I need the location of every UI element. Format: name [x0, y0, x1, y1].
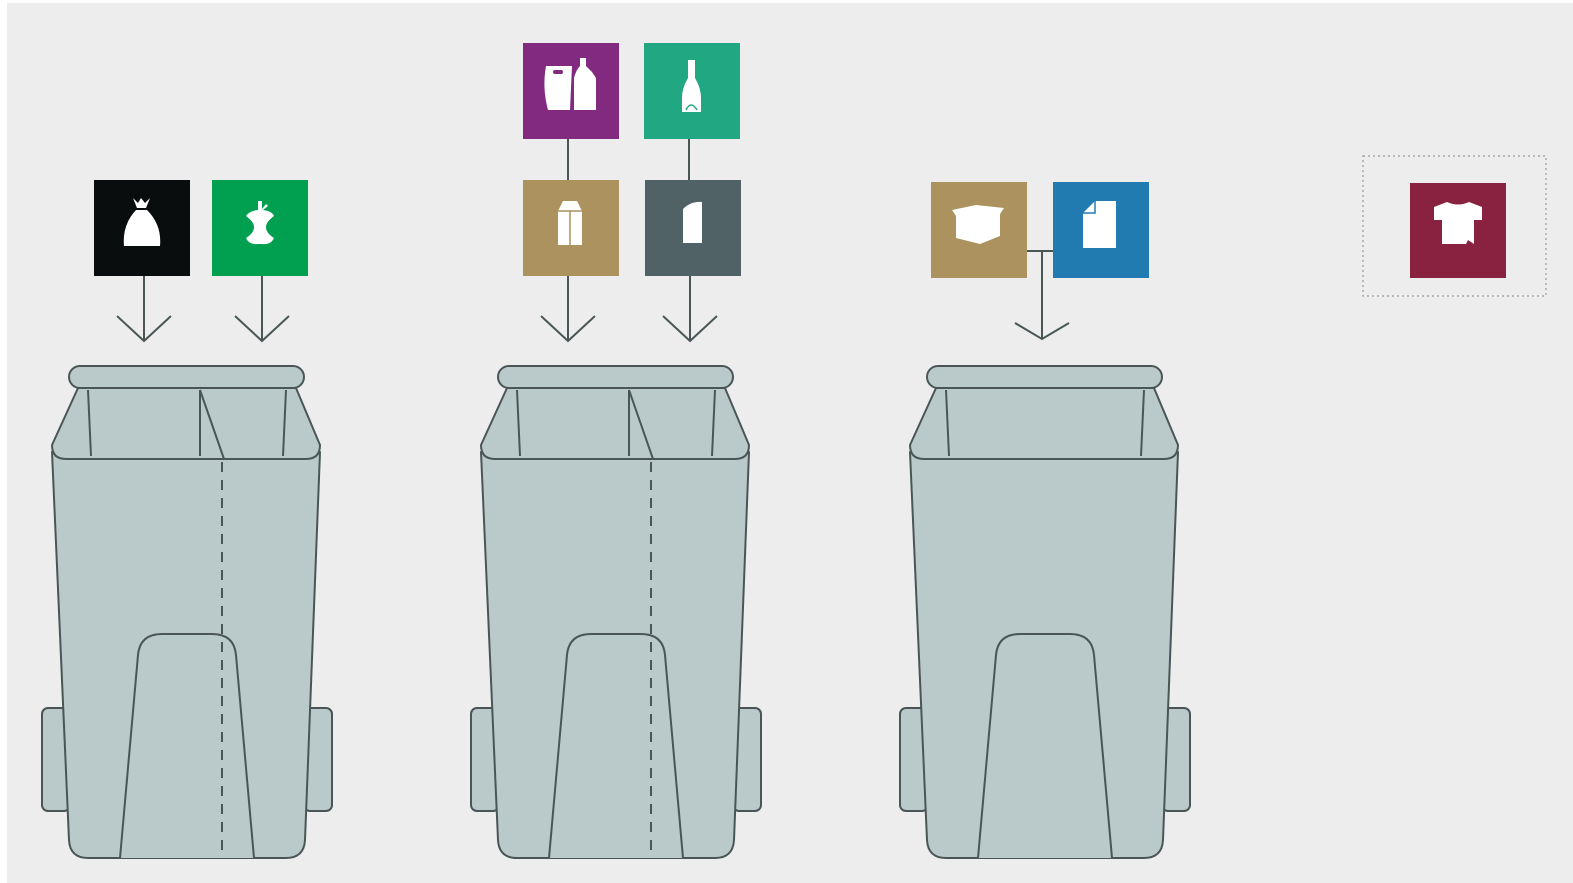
bin-3 — [899, 182, 1191, 859]
rest-waste-bag-icon — [123, 198, 161, 246]
arrow-food-waste — [234, 276, 290, 343]
metal-can-icon — [683, 201, 702, 243]
bin-3-rim — [909, 387, 1179, 460]
bin-1-lid — [68, 365, 305, 389]
food-waste-apple-core-icon — [246, 201, 274, 245]
arrow-paper-cardboard — [1014, 250, 1070, 341]
glass-bottle-icon — [682, 60, 701, 112]
plastic-packaging-tile — [523, 43, 619, 139]
bin-2-container — [470, 365, 762, 859]
bin-2-hatch — [548, 633, 684, 859]
textile-dotted-frame — [1362, 155, 1547, 297]
arrow-metal-can — [662, 276, 718, 343]
textile-separate-collection — [1362, 155, 1547, 297]
arrow-carton — [540, 276, 596, 343]
paper-icon — [1083, 201, 1116, 248]
bin-1 — [41, 180, 333, 859]
bin-3-container — [899, 365, 1191, 859]
bin-2-lid — [497, 365, 734, 389]
bin-3-lid — [926, 365, 1163, 389]
bin-3-hatch — [977, 633, 1113, 859]
arrow-rest-waste — [116, 276, 172, 343]
cardboard-box-icon — [952, 205, 1004, 244]
textile-shirt-icon — [1434, 202, 1482, 244]
bin-1-container — [41, 365, 333, 859]
carton-icon — [558, 201, 582, 245]
bin-2-rim — [480, 387, 750, 460]
bin-2 — [470, 43, 762, 859]
bin-1-hatch — [119, 633, 255, 859]
bin-1-rim — [51, 387, 321, 460]
plastic-packaging-icon — [544, 58, 596, 110]
